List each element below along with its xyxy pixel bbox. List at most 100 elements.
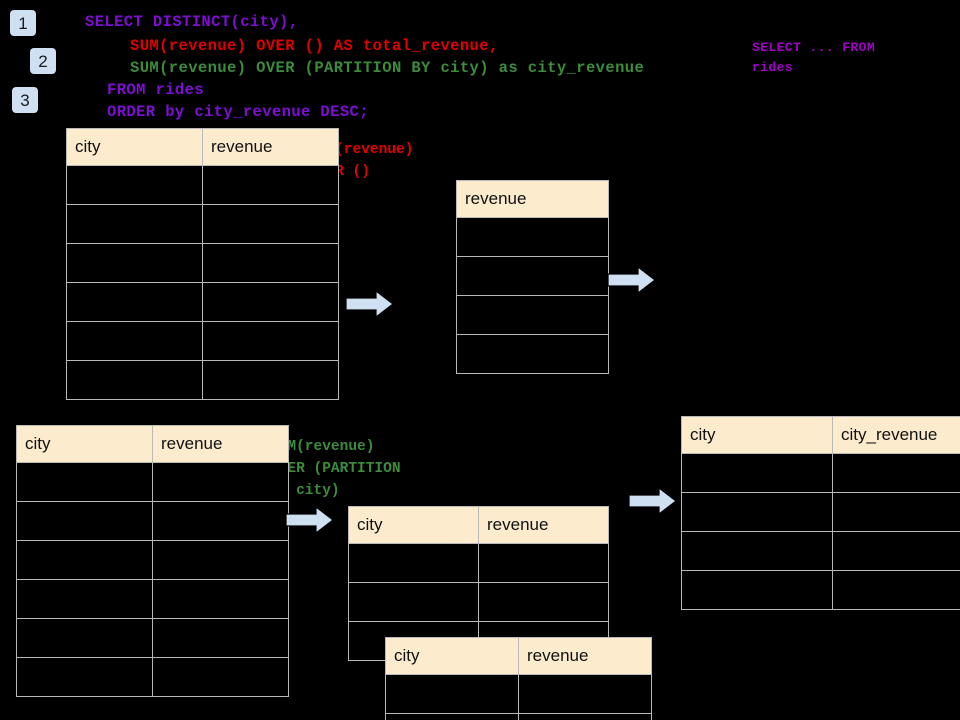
table-row <box>66 360 339 400</box>
table-row <box>66 243 339 283</box>
table-row <box>681 570 960 610</box>
table-row <box>681 531 960 571</box>
table-cell <box>832 453 960 493</box>
table-cell <box>66 243 203 283</box>
arrow-source-to-partition-icon <box>286 506 334 534</box>
table-cell <box>152 462 289 502</box>
column-header-revenue: revenue <box>456 180 609 218</box>
column-header-revenue: revenue <box>202 128 339 166</box>
table-row <box>66 282 339 322</box>
table-source-top: city revenue <box>66 128 339 400</box>
table-cell <box>456 217 609 257</box>
table-header-row: revenue <box>456 180 609 218</box>
table-cell <box>202 282 339 322</box>
table-cell <box>202 360 339 400</box>
table-cell <box>16 540 153 580</box>
step-badge-2: 2 <box>30 48 56 74</box>
table-source-bottom: city revenue <box>16 425 289 697</box>
table-cell <box>202 204 339 244</box>
column-header-city: city <box>16 425 153 463</box>
table-partition-group-b: city revenue <box>385 637 652 720</box>
table-row <box>681 453 960 493</box>
table-row <box>456 295 609 335</box>
table-row <box>16 618 289 658</box>
arrow-partition-to-result-icon <box>629 487 677 515</box>
table-cell <box>681 492 833 532</box>
table-header-row: city revenue <box>66 128 339 166</box>
table-cell <box>66 360 203 400</box>
column-header-revenue: revenue <box>518 637 652 675</box>
table-cell <box>152 540 289 580</box>
arrow-total-to-result-icon <box>608 266 656 294</box>
table-cell <box>681 531 833 571</box>
table-row <box>456 256 609 296</box>
table-row <box>456 217 609 257</box>
table-cell <box>66 204 203 244</box>
table-cell <box>681 570 833 610</box>
table-row <box>16 501 289 541</box>
side-note-rides: rides <box>752 60 794 75</box>
column-header-revenue: revenue <box>478 506 609 544</box>
table-cell <box>518 674 652 714</box>
table-header-row: city city_revenue <box>681 416 960 454</box>
sql-line-from: FROM rides <box>107 81 205 99</box>
annotation-sum-over-partition: SUM(revenue) OVER (PARTITION BY city) <box>270 439 401 499</box>
column-header-city-revenue: city_revenue <box>832 416 960 454</box>
table-cell <box>152 657 289 697</box>
table-header-row: city revenue <box>385 637 652 675</box>
table-cell <box>518 713 652 720</box>
table-row <box>16 462 289 502</box>
table-cell <box>152 501 289 541</box>
table-total-revenue: revenue <box>456 180 609 374</box>
table-cell <box>456 256 609 296</box>
table-row <box>385 713 652 720</box>
table-row <box>681 492 960 532</box>
table-cell <box>16 501 153 541</box>
table-row <box>16 657 289 697</box>
table-cell <box>385 674 519 714</box>
column-header-revenue: revenue <box>152 425 289 463</box>
table-row <box>348 543 609 583</box>
table-partition-group-a: city revenue <box>348 506 609 661</box>
column-header-city: city <box>681 416 833 454</box>
table-cell <box>66 282 203 322</box>
table-cell <box>681 453 833 493</box>
table-cell <box>478 543 609 583</box>
table-cell <box>456 334 609 374</box>
table-result: city city_revenue <box>681 416 960 610</box>
sql-line-order-by: ORDER by city_revenue DESC; <box>107 103 369 121</box>
table-cell <box>832 531 960 571</box>
table-cell <box>348 543 479 583</box>
column-header-city: city <box>66 128 203 166</box>
table-row <box>66 321 339 361</box>
table-cell <box>16 579 153 619</box>
table-header-row: city revenue <box>16 425 289 463</box>
table-cell <box>66 321 203 361</box>
table-cell <box>16 657 153 697</box>
column-header-city: city <box>348 506 479 544</box>
table-row <box>348 582 609 622</box>
sql-line-total-revenue: SUM(revenue) OVER () AS total_revenue, <box>130 37 499 55</box>
side-note-select-from: SELECT ... FROM <box>752 40 876 55</box>
table-cell <box>832 492 960 532</box>
arrow-source-to-total-icon <box>346 290 394 318</box>
table-row <box>16 540 289 580</box>
table-cell <box>202 165 339 205</box>
table-cell <box>66 165 203 205</box>
table-cell <box>456 295 609 335</box>
table-header-row: city revenue <box>348 506 609 544</box>
table-row <box>66 165 339 205</box>
table-cell <box>832 570 960 610</box>
table-cell <box>478 582 609 622</box>
table-cell <box>152 579 289 619</box>
table-cell <box>202 243 339 283</box>
table-cell <box>385 713 519 720</box>
step-badge-3: 3 <box>12 87 38 113</box>
table-row <box>66 204 339 244</box>
table-cell <box>16 462 153 502</box>
table-cell <box>16 618 153 658</box>
table-cell <box>152 618 289 658</box>
column-header-city: city <box>385 637 519 675</box>
table-row <box>456 334 609 374</box>
table-cell <box>202 321 339 361</box>
